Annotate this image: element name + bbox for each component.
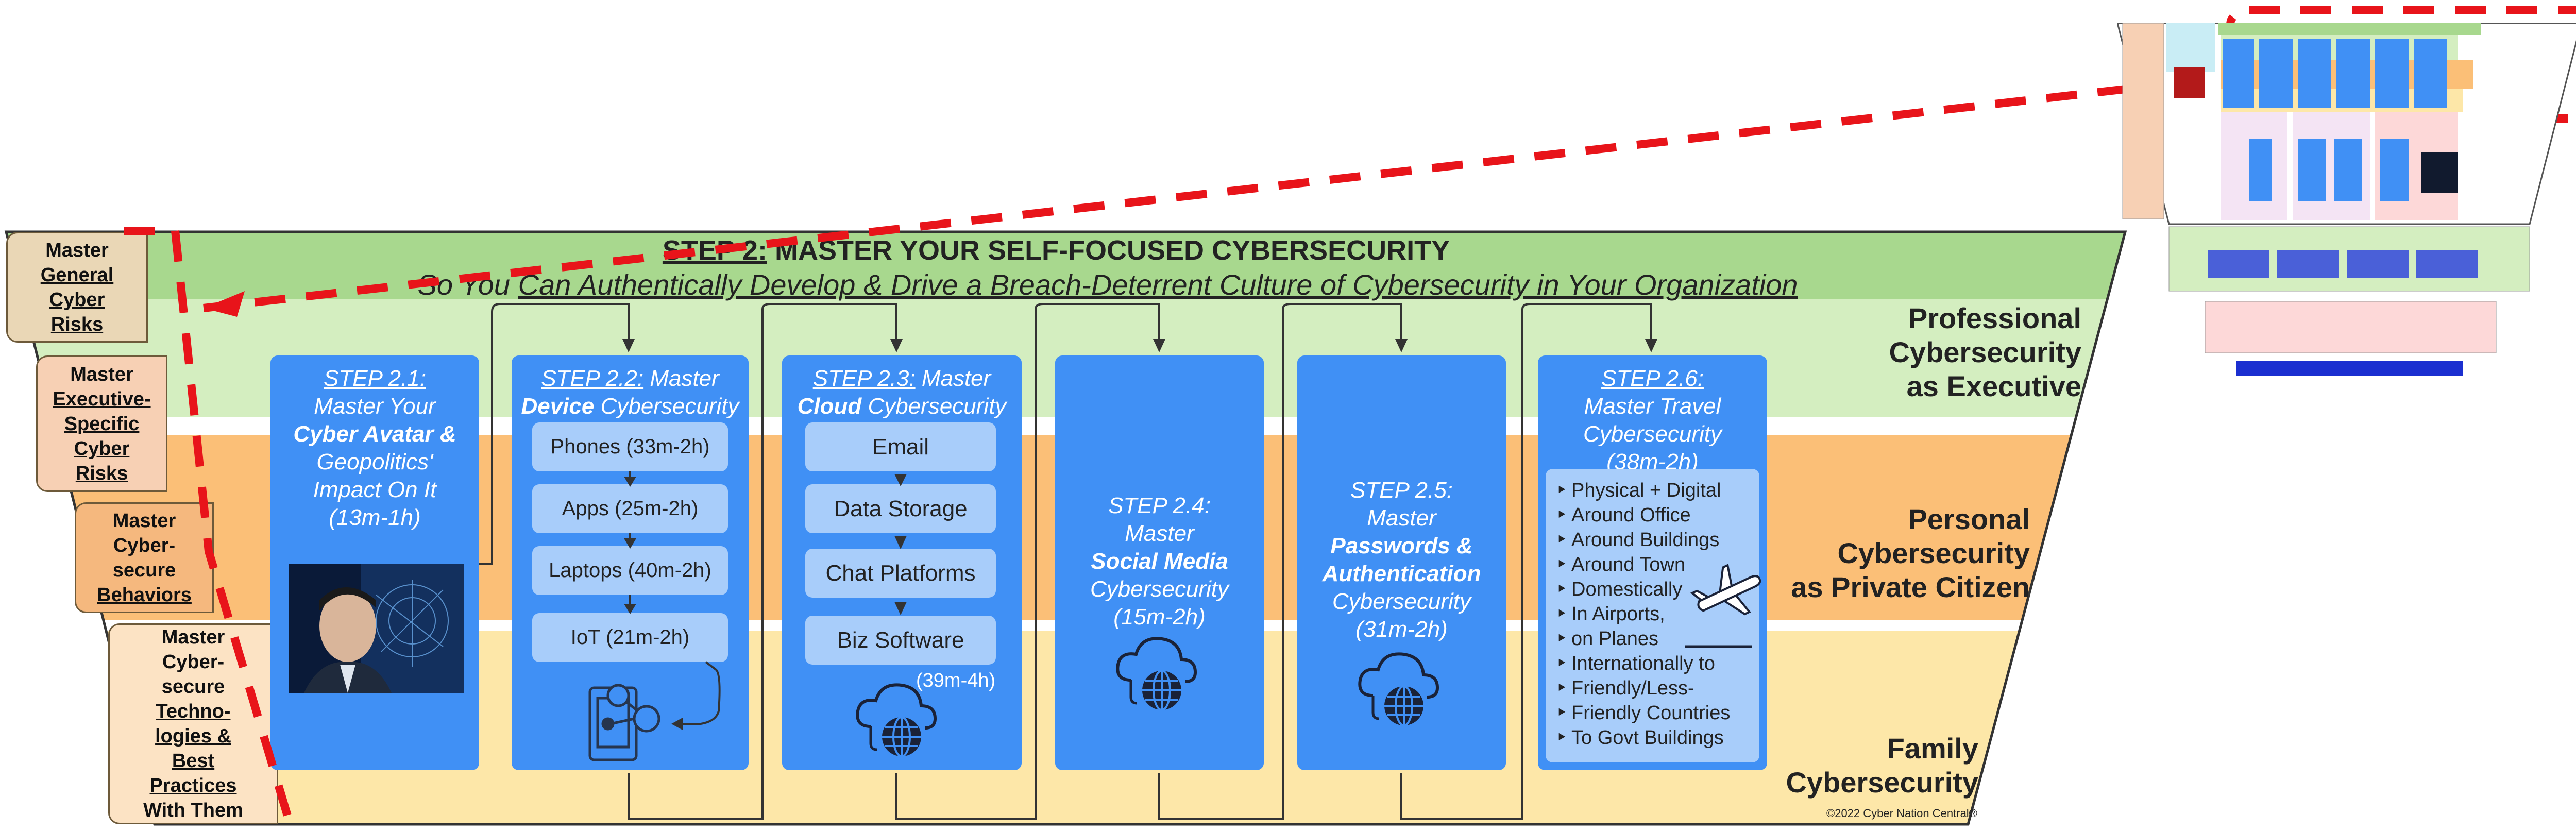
copyright: ©2022 Cyber Nation Central® (1826, 807, 1977, 820)
travel-item: In Airports, (1556, 602, 1754, 626)
device-down-arrows (624, 471, 636, 614)
device-item-phones[interactable]: Phones (33m-2h) (532, 422, 728, 471)
left-label-technologies: Master Cyber- secure Techno- logies & Be… (108, 623, 278, 824)
device-item-laptops[interactable]: Laptops (40m-2h) (532, 546, 728, 595)
left-label-behaviors: Master Cyber- secure Behaviors (75, 502, 214, 613)
travel-item-continued: Friendly Countries (1556, 701, 1754, 725)
step-2-4-card[interactable]: STEP 2.4: Master Social Media Cybersecur… (1055, 355, 1264, 770)
connector-lines (471, 303, 1652, 820)
page-subtitle: So You Can Authentically Develop & Drive… (309, 268, 1906, 301)
left-label-general-risks: Master General Cyber Risks (6, 232, 148, 343)
travel-item: Around Buildings (1556, 528, 1754, 552)
step-2-5-number: STEP 2.5: (1350, 478, 1453, 503)
cloud-item-email[interactable]: Email (805, 422, 996, 471)
title-text: MASTER YOUR SELF-FOCUSED CYBERSECURITY (767, 235, 1450, 266)
travel-item: Physical + Digital (1556, 478, 1754, 503)
travel-item: Around Town (1556, 552, 1754, 577)
cloud-item-chat-platforms[interactable]: Chat Platforms (805, 549, 996, 598)
cloud-globe-icon (1116, 637, 1197, 711)
travel-item: Internationally to (1556, 651, 1754, 676)
cloud-globe-icon (1358, 652, 1439, 726)
travel-item: Domestically (1556, 577, 1754, 602)
travel-item-continued: Friendly/Less- (1556, 676, 1754, 701)
step-2-2-number: STEP 2.2: (541, 366, 644, 391)
airplane-icon (1690, 564, 1761, 616)
page-title: STEP 2: MASTER YOUR SELF-FOCUSED CYBERSE… (464, 234, 1649, 266)
connector-arrowheads (622, 339, 1657, 352)
travel-list: Physical + Digital Around Office Around … (1546, 469, 1759, 762)
step-2-3-number: STEP 2.3: (812, 366, 916, 391)
cloud-globe-icon (856, 683, 937, 757)
step-2-5-card[interactable]: STEP 2.5: Master Passwords & Authenticat… (1297, 355, 1506, 770)
left-label-executive-risks: Master Executive- Specific Cyber Risks (36, 355, 167, 492)
device-network-icon (588, 684, 660, 761)
travel-item: To Govt Buildings (1556, 725, 1754, 750)
step-2-4-number: STEP 2.4: (1108, 493, 1211, 518)
step-2-6-number: STEP 2.6: (1601, 366, 1704, 391)
overview-thumbnail (2117, 23, 2576, 376)
avatar-photo (289, 564, 464, 693)
device-item-apps[interactable]: Apps (25m-2h) (532, 484, 728, 533)
travel-item: Around Office (1556, 503, 1754, 528)
subtitle-text: Can Authentically Develop & Drive a Brea… (518, 268, 1798, 301)
cloud-item-data-storage[interactable]: Data Storage (805, 484, 996, 533)
cloud-time: (39m-4h) (916, 670, 996, 691)
step-2-1-card[interactable]: STEP 2.1: Master Your Cyber Avatar & Geo… (270, 355, 479, 770)
travel-item-continued: on Planes (1556, 626, 1754, 651)
cloud-item-biz-software[interactable]: Biz Software (805, 616, 996, 665)
step-2-1-number: STEP 2.1: (324, 366, 426, 391)
device-item-iot[interactable]: IoT (21m-2h) (532, 613, 728, 662)
cloud-down-arrows (894, 474, 907, 615)
